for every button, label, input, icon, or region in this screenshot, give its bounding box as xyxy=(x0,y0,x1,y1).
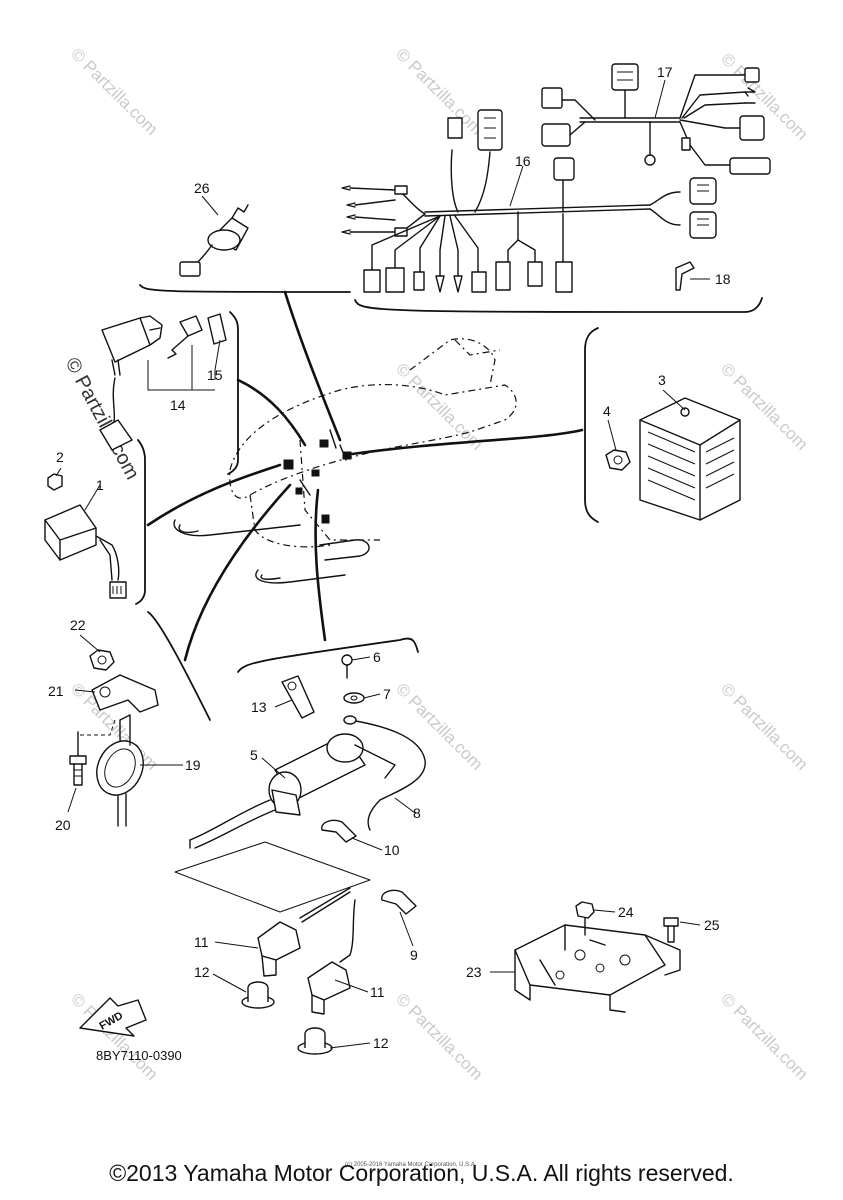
watermark: © Partzilla.com xyxy=(717,679,811,773)
callout-labels: 1 2 3 4 5 6 7 8 9 10 11 11 12 12 13 14 1… xyxy=(48,64,731,1051)
copyright-footer: ©2013 Yamaha Motor Corporation, U.S.A. A… xyxy=(109,1160,734,1186)
part-nut-22 xyxy=(89,649,115,671)
callout-leaders xyxy=(55,79,710,1049)
callout-25[interactable]: 25 xyxy=(704,917,720,933)
part-main-switch-14 xyxy=(99,315,163,451)
callout-26[interactable]: 26 xyxy=(194,180,210,196)
callout-24[interactable]: 24 xyxy=(618,904,634,920)
connector-blob xyxy=(321,514,330,524)
part-bracket-23 xyxy=(514,924,681,1013)
part-grommet-12 xyxy=(241,981,333,1055)
callout-5[interactable]: 5 xyxy=(250,747,258,763)
part-horn-19 xyxy=(96,714,144,827)
coil-frame xyxy=(174,841,371,913)
connector-blob xyxy=(319,439,329,448)
callout-21[interactable]: 21 xyxy=(48,683,64,699)
part-bolt-25 xyxy=(663,917,679,943)
leader-lines xyxy=(146,290,584,662)
callout-12[interactable]: 12 xyxy=(194,964,210,980)
callout-15[interactable]: 15 xyxy=(207,367,223,383)
part-lead-wire-8 xyxy=(343,715,426,831)
watermark: © Partzilla.com xyxy=(392,44,486,138)
snowmobile-outline xyxy=(173,338,517,584)
callout-16[interactable]: 16 xyxy=(515,153,531,169)
part-switch-26 xyxy=(179,204,249,277)
drawing-code: 8BY7110-0390 xyxy=(96,1048,182,1063)
group-brackets xyxy=(135,284,763,721)
callout-7[interactable]: 7 xyxy=(383,686,391,702)
watermark-dark: © Partzilla.com xyxy=(61,354,144,483)
part-spark-plug-cap-11 xyxy=(257,887,356,1015)
callout-23[interactable]: 23 xyxy=(466,964,482,980)
callout-10[interactable]: 10 xyxy=(384,842,400,858)
part-nut-4 xyxy=(605,449,631,471)
watermark: © Partzilla.com xyxy=(67,44,161,138)
watermark: © Partzilla.com xyxy=(717,989,811,1083)
callout-8[interactable]: 8 xyxy=(413,805,421,821)
part-ignition-coil-5 xyxy=(189,733,366,849)
part-nut-2 xyxy=(47,473,63,491)
part-rectifier-regulator-3 xyxy=(639,397,741,521)
callout-18[interactable]: 18 xyxy=(715,271,731,287)
callout-2[interactable]: 2 xyxy=(56,449,64,465)
part-nut-24 xyxy=(575,901,595,936)
callout-11b[interactable]: 11 xyxy=(370,984,385,1000)
callout-4[interactable]: 4 xyxy=(603,403,611,419)
connector-blob xyxy=(311,469,320,477)
callout-6[interactable]: 6 xyxy=(373,649,381,665)
part-washer-7 xyxy=(343,692,365,704)
watermark: © Partzilla.com xyxy=(392,359,486,453)
callout-3[interactable]: 3 xyxy=(658,372,666,388)
callout-11[interactable]: 11 xyxy=(194,934,209,950)
watermark: © Partzilla.com xyxy=(392,989,486,1083)
callout-14[interactable]: 14 xyxy=(170,397,186,413)
part-clamp-13 xyxy=(281,675,315,719)
callout-20[interactable]: 20 xyxy=(55,817,71,833)
callout-12b[interactable]: 12 xyxy=(373,1035,389,1051)
part-clamp-9 xyxy=(381,889,417,915)
watermark: © Partzilla.com xyxy=(392,679,486,773)
callout-9[interactable]: 9 xyxy=(410,947,418,963)
fine-print: (c) 2005-2016 Yamaha Motor Corporation, … xyxy=(345,1162,477,1168)
connector-blob xyxy=(295,487,303,495)
part-clamp-21 xyxy=(91,674,159,713)
part-bolt-20 xyxy=(69,731,87,786)
callout-19[interactable]: 19 xyxy=(185,757,201,773)
callout-1[interactable]: 1 xyxy=(96,477,104,493)
callout-17[interactable]: 17 xyxy=(657,64,673,80)
fwd-direction-arrow[interactable]: FWD xyxy=(79,997,147,1037)
part-band-18 xyxy=(675,261,695,291)
callout-22[interactable]: 22 xyxy=(70,617,86,633)
part-clamp-10 xyxy=(321,819,357,843)
part-control-unit-1 xyxy=(44,504,127,599)
part-wire-harness-16-17 xyxy=(341,63,771,293)
part-key-15 xyxy=(167,313,227,359)
callout-13[interactable]: 13 xyxy=(251,699,267,715)
connector-blob xyxy=(283,459,294,470)
part-screw-6 xyxy=(341,654,353,679)
